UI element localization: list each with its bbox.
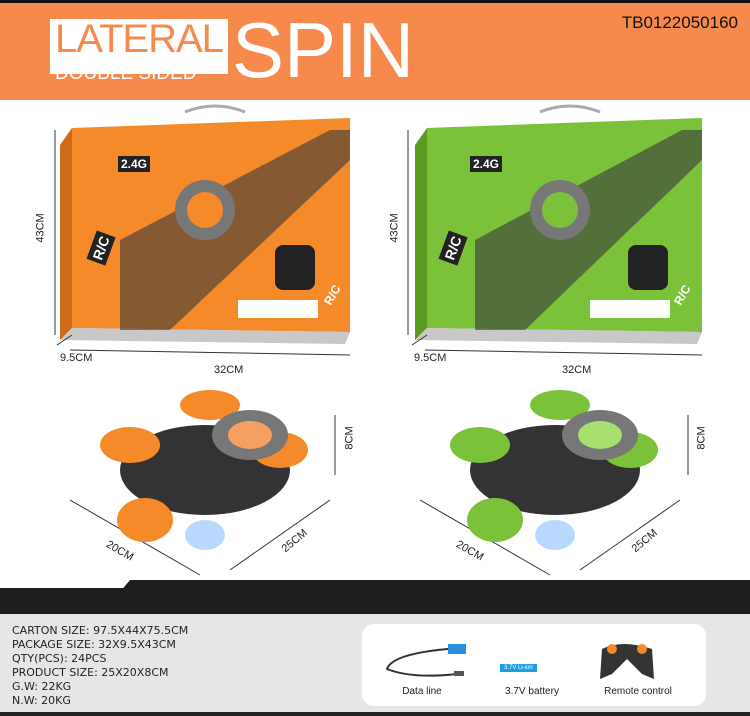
caption-data-line: Data line [402,686,442,697]
logo-lateral: LATERAL [55,17,224,61]
spec-gw: G.W: 22KG [12,680,72,693]
box-width-label: 32CM [214,364,244,376]
divider-band [0,580,750,614]
usb-cable-icon [385,644,466,677]
orange-car [100,390,308,550]
car-height-label-green: 8CM [695,426,708,450]
caption-remote: Remote control [604,686,672,697]
accessory-images [385,644,654,679]
remote-control-icon [600,644,654,679]
logo-double-sided: DOUBLE SIDED [55,63,197,84]
product-code: TB0122050160 [621,13,738,32]
band-tab [0,580,131,588]
spec-qty: QTY(PCS): 24PCS [12,652,107,665]
spec-nw: N.W: 20KG [12,694,71,707]
caption-battery: 3.7V battery [505,686,559,697]
green-box [415,104,702,344]
box-height-label-green: 43CM [388,213,401,243]
spec-carton: CARTON SIZE: 97.5X44X75.5CM [12,624,189,637]
logo-spin: SPIN [232,6,415,94]
logo-box [50,19,228,74]
green-box-freq-label: 2.4G [470,156,503,172]
accessories-card: 3.7V Li-ion Data line 3.7V battery Remot… [362,624,706,706]
spec-list: CARTON SIZE: 97.5X44X75.5CM PACKAGE SIZE… [12,624,188,708]
green-car [450,390,658,550]
battery-icon: 3.7V Li-ion [500,664,537,672]
spec-package: PACKAGE SIZE: 32X9.5X43CM [12,638,176,651]
car-height-label: 8CM [343,426,356,450]
box-depth-label-green: 9.5CM [414,352,447,364]
box-depth-label: 9.5CM [60,352,93,364]
box-width-label-green: 32CM [562,364,592,376]
product-illustration [54,104,703,576]
spec-panel: CARTON SIZE: 97.5X44X75.5CM PACKAGE SIZE… [0,614,750,716]
spec-product: PRODUCT SIZE: 25X20X8CM [12,666,169,679]
orange-box [60,104,350,344]
box-height-label: 43CM [34,213,47,243]
header-banner: LATERAL DOUBLE SIDED SPIN TB0122050160 [0,0,750,100]
orange-box-freq-label: 2.4G [118,156,151,172]
